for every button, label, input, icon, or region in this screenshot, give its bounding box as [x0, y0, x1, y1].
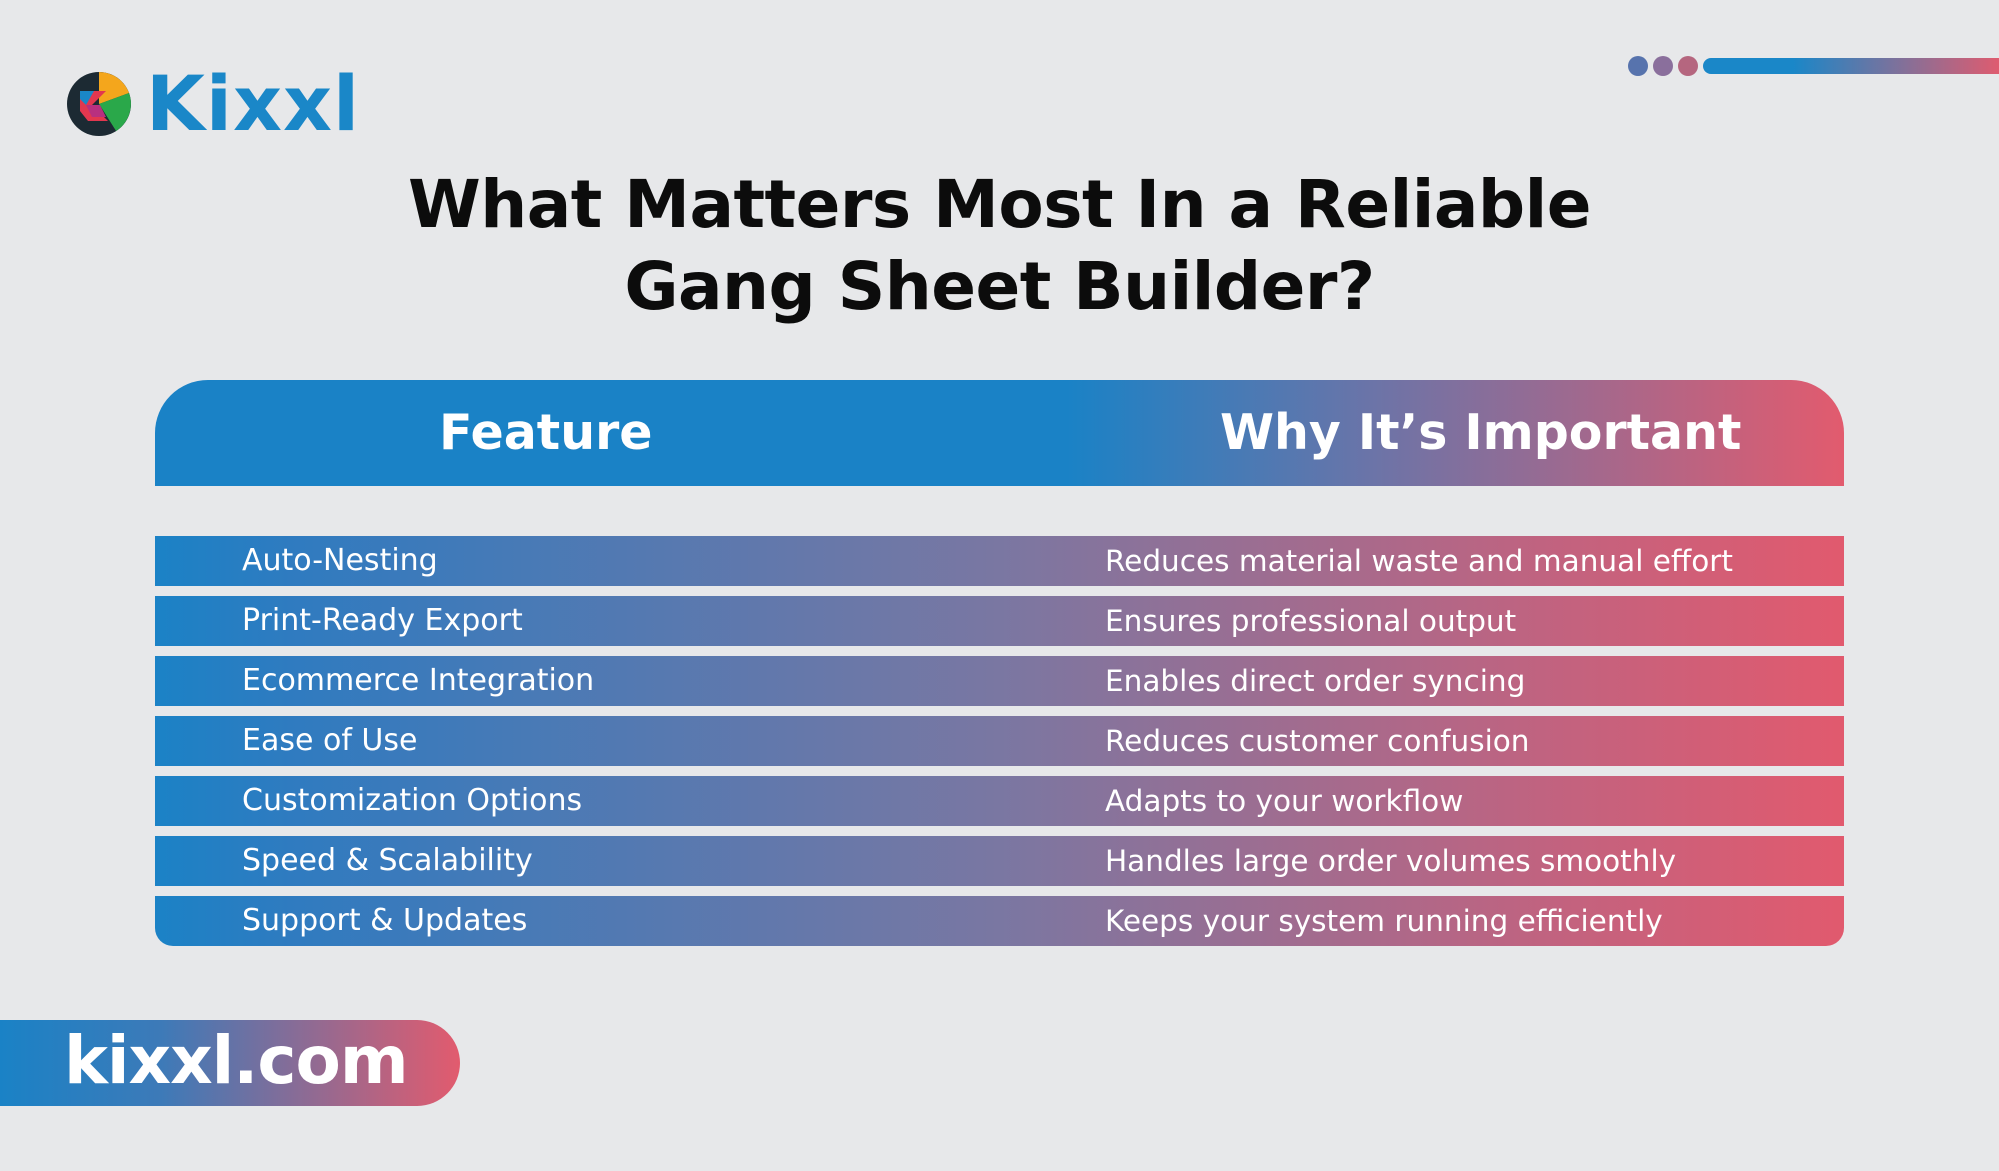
kixxl-logo-icon [67, 72, 131, 136]
page-title: What Matters Most In a Reliable Gang She… [0, 164, 1999, 328]
feature-cell: Ease of Use [242, 723, 418, 758]
decorative-dot [1678, 56, 1698, 76]
feature-cell: Support & Updates [242, 903, 528, 938]
feature-cell: Speed & Scalability [242, 843, 533, 878]
feature-table: Feature Why It’s Important Auto-Nesting … [155, 380, 1844, 956]
table-row: Ecommerce Integration Enables direct ord… [155, 656, 1844, 706]
table-body: Auto-Nesting Reduces material waste and … [155, 536, 1844, 946]
reason-cell: Reduces customer confusion [1105, 724, 1530, 758]
column-header-feature: Feature [439, 404, 653, 461]
table-row: Support & Updates Keeps your system runn… [155, 896, 1844, 946]
table-row: Auto-Nesting Reduces material waste and … [155, 536, 1844, 586]
feature-cell: Auto-Nesting [242, 543, 438, 578]
decorative-bar [1703, 58, 1999, 74]
decorative-progress-bar [1628, 56, 1999, 76]
title-line-1: What Matters Most In a Reliable [407, 166, 1592, 243]
feature-cell: Ecommerce Integration [242, 663, 595, 698]
website-url[interactable]: kixxl.com [64, 1022, 409, 1099]
column-header-why-important: Why It’s Important [1220, 404, 1742, 461]
table-header: Feature Why It’s Important [155, 380, 1844, 486]
reason-cell: Enables direct order syncing [1105, 664, 1526, 698]
brand-name: Kixxl [146, 59, 361, 148]
reason-cell: Reduces material waste and manual effort [1105, 544, 1733, 578]
title-line-2: Gang Sheet Builder? [624, 248, 1375, 325]
reason-cell: Adapts to your workflow [1105, 784, 1464, 818]
table-row: Ease of Use Reduces customer confusion [155, 716, 1844, 766]
decorative-dot [1653, 56, 1673, 76]
feature-cell: Print-Ready Export [242, 603, 523, 638]
decorative-dot [1628, 56, 1648, 76]
table-row: Customization Options Adapts to your wor… [155, 776, 1844, 826]
brand-logo: Kixxl [66, 66, 360, 142]
reason-cell: Keeps your system running efficiently [1105, 904, 1663, 938]
reason-cell: Handles large order volumes smoothly [1105, 844, 1677, 878]
website-url-banner[interactable]: kixxl.com [0, 1020, 460, 1106]
feature-cell: Customization Options [242, 783, 583, 818]
table-row: Print-Ready Export Ensures professional … [155, 596, 1844, 646]
reason-cell: Ensures professional output [1105, 604, 1517, 638]
table-row: Speed & Scalability Handles large order … [155, 836, 1844, 886]
